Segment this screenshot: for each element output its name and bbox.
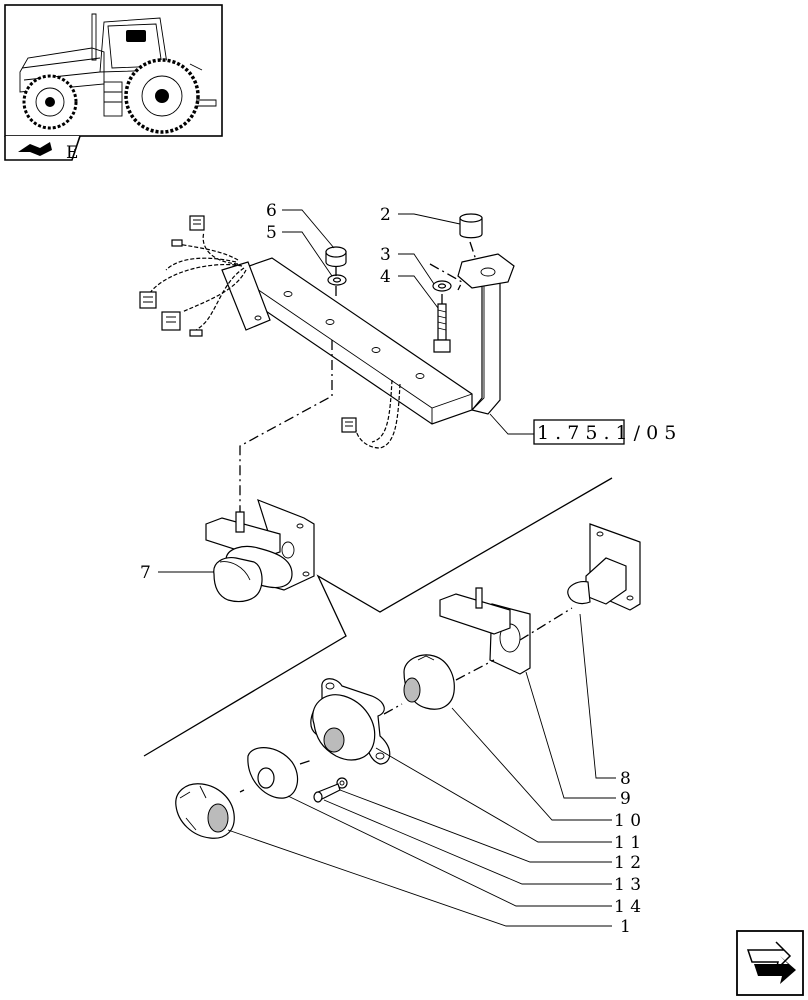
callout-6: 6: [266, 201, 277, 221]
socket-assembly-7: [205, 498, 315, 603]
callout-3: 3: [380, 245, 391, 265]
cover-part-14: [247, 747, 299, 799]
cross-reference-box: [533, 419, 625, 445]
mount-bracket-part-9: [439, 587, 531, 675]
callout-1: 1: [620, 917, 631, 937]
callout-13: 1 3: [614, 875, 641, 895]
tractor-thumbnail: [4, 4, 223, 137]
callout-4: 4: [380, 267, 391, 287]
centerline-3: [469, 241, 477, 261]
callout-5: 5: [266, 223, 277, 243]
housing-part-11: [310, 678, 391, 765]
screw-part-12: [313, 783, 341, 803]
support-bracket: [221, 253, 515, 425]
callout-8: 8: [620, 769, 631, 789]
section-tab: [4, 135, 81, 161]
callout-2: 2: [380, 205, 391, 225]
wiring-harness: [139, 215, 401, 449]
spacer-part-2: [459, 213, 483, 239]
washer-part-13: [336, 777, 348, 789]
nut-part-6: [325, 246, 347, 268]
exploded-axis: [239, 607, 573, 793]
callout-11: 1 1: [614, 833, 641, 853]
receptacle-part-8: [567, 523, 641, 611]
callout-12: 1 2: [614, 853, 641, 873]
cap-part-10: [403, 654, 455, 710]
bolt-part-4: [433, 303, 451, 353]
washer-part-3: [432, 280, 452, 292]
centerline-main: [239, 340, 333, 512]
cross-reference-text: 1 . 7 5 . 1 / 0 5: [537, 422, 676, 444]
leader-lines: [158, 209, 616, 927]
callout-14: 1 4: [614, 897, 641, 917]
callout-9: 9: [620, 789, 631, 809]
callout-7: 7: [140, 563, 151, 583]
callout-10: 1 0: [614, 811, 641, 831]
section-letter: E: [66, 143, 78, 163]
detail-boundary: [143, 477, 613, 757]
knob-part-1: [175, 783, 235, 839]
back-arrow-icon[interactable]: [736, 930, 804, 996]
centerline-4: [429, 263, 463, 291]
washer-part-5: [327, 274, 347, 286]
